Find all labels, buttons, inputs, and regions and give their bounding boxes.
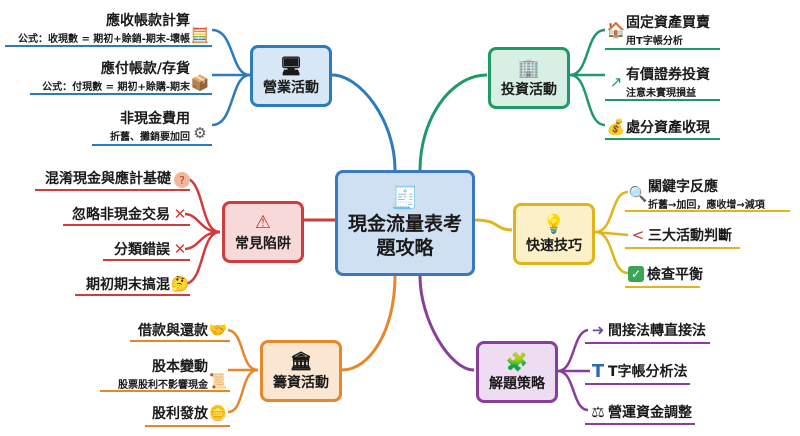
branch-tips[interactable]: 💡 快速技巧 (513, 203, 595, 265)
handshake-icon: 🤝 (208, 321, 228, 339)
scale-icon: ⚖ (591, 403, 605, 421)
leaf-tips-2[interactable]: < 三大活動判斷 (628, 225, 732, 245)
leaf-pitfalls-4[interactable]: 期初期末搞混 🤔 (86, 274, 190, 294)
leaf-title: 忽略非現金交易 (72, 207, 170, 223)
leaf-strategy-1[interactable]: ➜ 間接法轉直接法 (588, 320, 706, 340)
leaf-title: 營運資金調整 (608, 405, 692, 421)
leaf-pitfalls-3[interactable]: 分類錯誤 ✕ (114, 239, 190, 259)
leaf-title: 非現金費用 (120, 111, 190, 127)
trend-up-icon: ↗ (609, 72, 623, 91)
calculator-icon: 🧮 (190, 26, 210, 44)
leaf-operating-3[interactable]: 非現金費用折舊、攤銷要加回 ⚙ (110, 108, 210, 143)
leaf-title: 處分資產收現 (626, 120, 710, 136)
puzzle-icon: 🧩 (505, 351, 529, 373)
certificate-icon: 📜 (208, 372, 228, 390)
leaf-title: 期初期末搞混 (86, 277, 170, 293)
leaf-financing-2[interactable]: 股本變動股票股利不影響現金 📜 (118, 356, 228, 391)
leaf-operating-2[interactable]: 應付帳款/存貨公式：付現數 = 期初+賒購-期末 📦 (42, 58, 210, 93)
cross-icon: ✕ (173, 240, 187, 258)
branch-label: 籌資活動 (273, 374, 329, 391)
leaf-title: 股利發放 (152, 406, 208, 422)
checkbox-icon: ✓ (628, 266, 644, 282)
leaf-investing-2[interactable]: ↗ 有價證券投資注意未實現損益 (606, 64, 710, 99)
leaf-pitfalls-2[interactable]: 忽略非現金交易 ✕ (72, 204, 190, 224)
branch-label: 投資活動 (501, 81, 557, 98)
leaf-title: 應收帳款計算 (106, 13, 190, 29)
t-account-icon: T (591, 360, 605, 382)
branch-investing[interactable]: 🏢 投資活動 (488, 47, 570, 109)
leaf-sub: 用T字帳分析 (626, 36, 683, 47)
leaf-title: 關鍵字反應 (648, 179, 718, 195)
leaf-sub: 公式：收現數 = 期初+賒銷-期末-壞帳 (17, 34, 190, 45)
cash-document-magnifier-icon: 🧾 (391, 186, 419, 211)
share-icon: < (631, 226, 645, 244)
leaf-title: 分類錯誤 (114, 242, 170, 258)
branch-operating[interactable]: 🖥 營業活動 (250, 45, 332, 107)
leaf-tips-1[interactable]: 🔍 關鍵字反應折舊→加回，應收增→減項 (628, 176, 765, 211)
leaf-title: 檢查平衡 (647, 267, 703, 283)
gear-icon: ⚙ (193, 124, 207, 142)
leaf-tips-3[interactable]: ✓ 檢查平衡 (628, 264, 703, 284)
leaf-sub: 注意未實現損益 (626, 88, 696, 99)
central-title-line1: 現金流量表考 (347, 213, 462, 235)
branch-strategy[interactable]: 🧩 解題策略 (476, 341, 558, 403)
leaf-sub: 股票股利不影響現金 (118, 380, 208, 391)
leaf-sub: 折舊、攤銷要加回 (110, 132, 190, 143)
leaf-strategy-3[interactable]: ⚖ 營運資金調整 (588, 402, 692, 422)
leaf-investing-1[interactable]: 🏠 固定資產買賣用T字帳分析 (606, 12, 710, 47)
leaf-title: 借款與還款 (138, 323, 208, 339)
lightbulb-icon: 💡 (542, 213, 566, 235)
house-icon: 🏠 (606, 20, 626, 39)
leaf-sub: 公式：付現數 = 期初+賒購-期末 (42, 82, 190, 93)
leaf-title: T字帳分析法 (608, 364, 688, 380)
leaf-operating-1[interactable]: 應收帳款計算公式：收現數 = 期初+賒銷-期末-壞帳 🧮 (18, 10, 210, 45)
bank-icon: 🏛 (289, 350, 313, 372)
leaf-financing-1[interactable]: 借款與還款 🤝 (138, 320, 228, 340)
leaf-title: 間接法轉直接法 (608, 323, 706, 339)
branch-label: 快速技巧 (526, 237, 582, 254)
magnifier-icon: 🔍 (628, 184, 648, 203)
branch-label: 常見陷阱 (235, 235, 291, 252)
question-icon: ? (174, 172, 190, 188)
leaf-title: 有價證券投資 (626, 67, 710, 83)
leaf-investing-3[interactable]: 💰 處分資產收現 (606, 117, 710, 137)
leaf-strategy-2[interactable]: T T字帳分析法 (588, 360, 688, 382)
leaf-financing-3[interactable]: 股利發放 🪙 (152, 403, 228, 423)
branch-label: 解題策略 (489, 375, 545, 392)
leaf-title: 混淆現金與應計基礎 (45, 171, 171, 187)
arrow-right-icon: ➜ (591, 321, 605, 339)
branch-pitfalls[interactable]: ⚠ 常見陷阱 (222, 201, 304, 263)
branch-financing[interactable]: 🏛 籌資活動 (260, 340, 342, 402)
money-bag-icon: 💰 (606, 118, 626, 136)
central-title-line2: 題攻略 (376, 237, 434, 259)
building-chart-icon: 🏢 (517, 57, 541, 79)
cash-register-icon: 🖥 (279, 55, 303, 77)
branch-label: 營業活動 (263, 79, 319, 96)
thinking-face-icon: 🤔 (170, 275, 190, 293)
warning-icon: ⚠ (254, 211, 272, 233)
leaf-title: 三大活動判斷 (648, 228, 732, 244)
coins-icon: 🪙 (208, 404, 228, 422)
leaf-title: 應付帳款/存貨 (100, 61, 190, 77)
leaf-pitfalls-1[interactable]: 混淆現金與應計基礎 ? (45, 168, 190, 188)
central-topic[interactable]: 🧾 現金流量表考 題攻略 (335, 170, 475, 276)
leaf-title: 固定資產買賣 (626, 15, 710, 31)
boxes-icon: 📦 (190, 74, 210, 92)
leaf-sub: 折舊→加回，應收增→減項 (648, 200, 765, 211)
leaf-title: 股本變動 (152, 359, 208, 375)
cross-icon: ✕ (173, 205, 187, 223)
